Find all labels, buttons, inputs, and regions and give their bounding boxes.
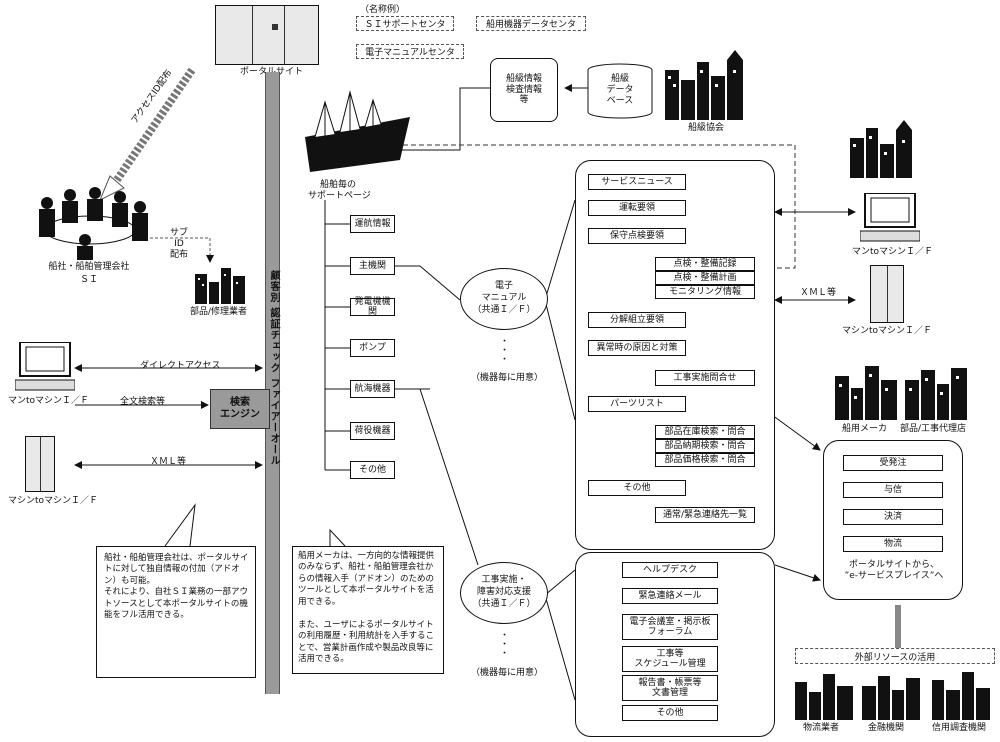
- maker-mid-label: 船用メーカ: [842, 424, 888, 434]
- left-pc-label: マンtoマシンＩ／Ｆ: [8, 396, 90, 406]
- fault-note: （機器毎に用意）: [471, 668, 544, 678]
- manual-service-news[interactable]: サービスニュース: [588, 174, 686, 190]
- legend-si-center: ＳＩサポートセンタ: [356, 16, 454, 31]
- ship-item-navigation[interactable]: 航海機器: [350, 380, 395, 398]
- repair-buildings-icon: [195, 268, 245, 304]
- credit-check-buildings-icon: [932, 672, 990, 720]
- support-documents[interactable]: 報告書・帳票等 文書管理: [622, 675, 718, 701]
- maker-mid-buildings-icon: [835, 366, 897, 420]
- emanual-note: （機器毎に用意）: [471, 373, 544, 383]
- agent-buildings-icon: [905, 368, 967, 420]
- external-credit: 信用調査機関: [932, 723, 987, 733]
- ship-page-label: 船舶毎の サポートページ: [308, 180, 371, 201]
- left-server-icon: [25, 436, 55, 492]
- class-database-label: 船級 データ ベース: [606, 74, 634, 106]
- fulltext-search-label: 全文検索等: [120, 397, 166, 407]
- ship-icon: [305, 90, 410, 172]
- search-engine-box[interactable]: 検索 エンジン: [210, 389, 270, 429]
- manual-maintenance[interactable]: 保守点検要領: [588, 228, 686, 244]
- portal-server-icon: [215, 5, 319, 65]
- manual-parts-list[interactable]: パーツリスト: [588, 396, 686, 412]
- class-info-box: 船級情報 検査情報 等: [490, 58, 558, 122]
- parts-delivery[interactable]: 部品納期検索・問合: [655, 439, 755, 453]
- external-logistics: 物流業者: [803, 723, 840, 733]
- ship-item-main-engine[interactable]: 主機関: [350, 257, 395, 275]
- manual-assembly[interactable]: 分解組立要領: [588, 312, 686, 328]
- maint-plan[interactable]: 点検・整備計画: [655, 271, 755, 285]
- ship-item-cargo[interactable]: 荷役機器: [350, 422, 395, 440]
- fault-support-ellipse[interactable]: 工事実施・ 障害対応支援 （共通Ｉ／Ｆ）: [460, 562, 548, 624]
- legend-emanual-center: 電子マニュアルセンタ: [356, 44, 464, 59]
- maker-pc-label: マンtoマシンＩ／Ｆ: [852, 247, 934, 257]
- sub-id-label: サブ ID 配布: [170, 228, 189, 260]
- parts-stock[interactable]: 部品在庫検索・問合: [655, 425, 755, 439]
- note-left: 船社・船舶管理会社は、ポータルサイトに対して独自情報の付加（アドオン）も可能。 …: [104, 553, 249, 621]
- maint-record[interactable]: 点検・整備記録: [655, 257, 755, 271]
- meeting-people-icon: [39, 187, 148, 260]
- legend-equipment-center: 船用機器データセンタ: [476, 16, 586, 31]
- maker-server-label: マシンtoマシンＩ／Ｆ: [842, 326, 933, 336]
- left-server-label: マシンtoマシンＩ／Ｆ: [8, 496, 99, 506]
- logistics-buildings-icon: [795, 674, 853, 720]
- support-other[interactable]: その他: [622, 705, 718, 721]
- note-mid: 船用メーカは、一方向的な情報提供のみならず、船社・船舶管理会社からの情報入手（ア…: [298, 551, 435, 665]
- note-left-box: [96, 546, 256, 678]
- shipowner-label-1: 船社・船舶管理会社: [48, 262, 130, 272]
- manual-operation[interactable]: 運転要領: [588, 200, 686, 216]
- abnormal-construction-inquiry[interactable]: 工事実施問合せ: [655, 370, 755, 386]
- ship-item-generator[interactable]: 発電機機関: [350, 297, 395, 317]
- support-helpdesk[interactable]: ヘルプデスク: [622, 562, 718, 578]
- fault-dots: ・・・: [500, 631, 510, 659]
- eservice-caption: ポータルサイトから、 ”e-サービスプレイス”へ: [844, 560, 944, 581]
- parts-price[interactable]: 部品価格検索・問合: [655, 453, 755, 467]
- maker-buildings-icon: [850, 120, 912, 178]
- eservice-logistics[interactable]: 物流: [843, 536, 943, 552]
- support-schedule[interactable]: 工事等 スケジュール管理: [622, 646, 718, 672]
- eservice-credit[interactable]: 与信: [843, 482, 943, 498]
- external-finance: 金融機関: [868, 723, 905, 733]
- ship-item-other[interactable]: その他: [350, 461, 395, 479]
- support-forum[interactable]: 電子会議室・掲示板 フォーラム: [622, 614, 718, 640]
- finance-buildings-icon: [862, 676, 920, 720]
- class-society-label: 船級協会: [688, 123, 725, 133]
- left-xml-label: ＸＭＬ等: [150, 457, 187, 467]
- manual-other[interactable]: その他: [588, 480, 686, 496]
- repair-label: 部品/修理業者: [190, 307, 248, 317]
- ship-item-pump[interactable]: ポンプ: [350, 339, 395, 357]
- other-contact-list[interactable]: 通常/緊急連絡先一覧: [655, 507, 755, 523]
- agent-label: 部品/工事代理店: [900, 424, 967, 434]
- legend-header: （名称例）: [360, 5, 406, 15]
- shipowner-label-2: ＳＩ: [79, 275, 98, 285]
- maker-xml-label: ＸＭＬ等: [800, 288, 837, 298]
- maker-pc-icon: [860, 193, 920, 242]
- class-database-icon: [587, 63, 653, 119]
- emanual-dots: ・・・: [500, 337, 510, 365]
- note-mid-box: [292, 546, 444, 674]
- class-society-buildings-icon: [665, 50, 743, 120]
- support-emergency-mail[interactable]: 緊急連絡メール: [622, 588, 718, 604]
- maint-monitoring[interactable]: モニタリング情報: [655, 285, 755, 299]
- emanual-ellipse[interactable]: 電子 マニュアル （共通Ｉ／Ｆ）: [460, 268, 548, 330]
- eservice-settlement[interactable]: 決済: [843, 509, 943, 525]
- manual-abnormal[interactable]: 異常時の原因と対策: [588, 340, 686, 356]
- maker-server-icon: [870, 265, 904, 323]
- firewall-bar: [265, 72, 280, 694]
- eservice-order[interactable]: 受発注: [843, 455, 943, 471]
- ship-item-operation[interactable]: 運航情報: [350, 215, 395, 233]
- external-title: 外部リソースの活用: [795, 648, 995, 664]
- left-pc-icon: [15, 342, 75, 391]
- direct-access-label: ダイレクトアクセス: [140, 361, 221, 371]
- firewall-label: 顧客別 認証チェック ファイアーオール: [268, 270, 279, 466]
